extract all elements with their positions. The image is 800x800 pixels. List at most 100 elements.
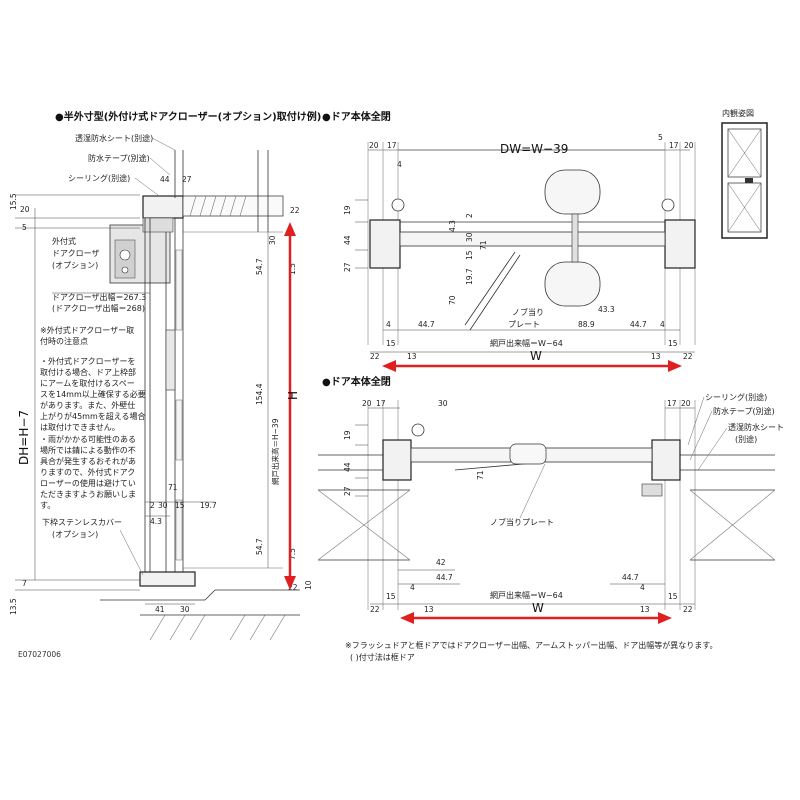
closer-label-3: (オプション) <box>52 261 98 270</box>
title-door-closed: ●ドア本体全閉 <box>322 110 391 123</box>
interior-view-thumbnail <box>721 122 768 239</box>
svg-text:13: 13 <box>407 352 417 361</box>
top-plan-side-dims: 22 15 13 13 15 22 <box>370 339 695 361</box>
svg-text:13: 13 <box>651 352 661 361</box>
svg-text:43.3: 43.3 <box>598 305 615 314</box>
drawing-code: E07027006 <box>18 650 61 659</box>
svg-text:上がりが45mmを超える場合: 上がりが45mmを超える場合 <box>40 411 146 421</box>
top-plan-bottom-dims: 4 44.7 88.9 44.7 4 <box>383 320 680 331</box>
svg-text:にアームを取付けるスペー: にアームを取付けるスペー <box>40 378 135 388</box>
closer-label-1: 外付式 <box>52 236 76 246</box>
svg-text:・雨がかかる可能性のある: ・雨がかかる可能性のある <box>40 434 136 444</box>
bottom-callout-sheet-2: (別途) <box>735 434 757 444</box>
svg-text:4: 4 <box>386 320 391 329</box>
dh-label: DH=H−7 <box>17 410 31 465</box>
svg-text:17: 17 <box>669 141 679 150</box>
closer-width-alt: (ドアクローザ出幅＝268) <box>52 303 145 313</box>
callout-waterproof-tape: 防水テープ(別途) <box>88 153 150 163</box>
bottom-knob-leader <box>519 463 546 519</box>
svg-text:ローザーの使用は避けてい: ローザーの使用は避けてい <box>40 478 136 488</box>
svg-text:44: 44 <box>160 175 170 184</box>
svg-text:7: 7 <box>22 579 27 588</box>
svg-text:4: 4 <box>660 320 665 329</box>
sill-label-1: 下枠ステンレスカバー <box>42 517 122 527</box>
bottom-leader-1 <box>687 396 705 446</box>
net-height-label: 網戸出来高＝H−39 <box>270 418 280 485</box>
svg-text:りますので、外付式ドアク: りますので、外付式ドアク <box>40 467 135 477</box>
svg-text:15: 15 <box>386 592 396 601</box>
svg-text:71: 71 <box>168 483 178 492</box>
h-arrow <box>284 222 296 590</box>
svg-text:17: 17 <box>387 141 397 150</box>
svg-text:20: 20 <box>20 205 30 214</box>
svg-text:19: 19 <box>343 205 352 215</box>
svg-text:15: 15 <box>668 592 678 601</box>
svg-text:71: 71 <box>479 240 488 250</box>
svg-text:取付ける場合、ドア上枠部: 取付ける場合、ドア上枠部 <box>40 367 136 377</box>
svg-text:22: 22 <box>288 583 298 592</box>
svg-text:70: 70 <box>448 295 457 305</box>
top-w-label: W <box>530 349 542 363</box>
svg-text:15: 15 <box>386 339 396 348</box>
svg-text:13: 13 <box>424 605 434 614</box>
svg-text:20: 20 <box>684 141 694 150</box>
svg-text:10: 10 <box>304 580 313 590</box>
svg-text:19.7: 19.7 <box>465 268 474 285</box>
svg-text:19: 19 <box>343 430 352 440</box>
door-leaf-section <box>144 218 283 580</box>
svg-text:54.7: 54.7 <box>255 258 264 275</box>
footer-note-2: ( )付寸法は框ドア <box>350 652 415 662</box>
title-door-closed-2: ●ドア本体全閉 <box>322 375 391 388</box>
svg-text:は取付けできません。: は取付けできません。 <box>40 422 120 432</box>
svg-text:15: 15 <box>668 339 678 348</box>
top-plan-frame <box>369 169 696 331</box>
svg-text:22: 22 <box>683 605 693 614</box>
bottom-callout-sheet-1: 透湿防水シート <box>728 422 784 432</box>
sill-label-2: (オプション) <box>52 530 98 539</box>
sill-section <box>100 571 300 641</box>
svg-text:15: 15 <box>175 501 185 510</box>
svg-text:27: 27 <box>343 262 352 272</box>
svg-text:42: 42 <box>436 558 446 567</box>
bottom-plan-wall <box>317 423 776 561</box>
svg-text:具合が発生するおそれがあ: 具合が発生するおそれがあ <box>40 456 136 466</box>
svg-text:41: 41 <box>155 605 165 614</box>
svg-text:44.7: 44.7 <box>436 573 453 582</box>
svg-text:15: 15 <box>465 250 474 260</box>
left-dims: 15.5 20 5 13.5 7 <box>9 193 140 615</box>
svg-text:22: 22 <box>370 605 380 614</box>
closer-label-2: ドアクローザ <box>52 249 99 258</box>
svg-text:15.5: 15.5 <box>9 193 18 210</box>
h-label: H <box>286 391 300 400</box>
svg-text:4: 4 <box>410 583 415 592</box>
bottom-plan-left-dims: 19 44 27 <box>343 424 368 497</box>
svg-text:22: 22 <box>370 352 380 361</box>
svg-text:44.7: 44.7 <box>622 573 639 582</box>
bottom-plan-top-dims: 20 17 30 17 20 <box>362 399 696 610</box>
closer-width: ドアクローザ出幅＝267.3 <box>52 292 146 302</box>
svg-text:5: 5 <box>658 133 663 142</box>
door-closer-illustration <box>109 217 174 284</box>
svg-text:88.9: 88.9 <box>578 320 595 329</box>
note-block: ※外付式ドアクローザー取 付時の注意点 ・外付式ドアクローザーを 取付ける場合、… <box>40 325 146 510</box>
top-plan-inner-dims: 2 4.3 30 15 71 19.7 70 43.3 <box>448 213 615 314</box>
svg-text:2: 2 <box>465 213 474 218</box>
bottom-w-arrow <box>400 612 672 624</box>
svg-text:17: 17 <box>376 399 386 408</box>
callout-moisture-sheet: 透湿防水シート(別途) <box>75 133 153 143</box>
svg-text:30: 30 <box>180 605 190 614</box>
bottom-leader-2 <box>689 410 713 461</box>
svg-text:4.3: 4.3 <box>448 220 457 232</box>
svg-text:があります。また、外壁仕: があります。また、外壁仕 <box>40 400 135 410</box>
bottom-callout-tape: 防水テープ(別途) <box>713 406 775 416</box>
sill-leader <box>119 529 144 576</box>
svg-text:2: 2 <box>150 501 155 510</box>
head-section <box>142 150 284 233</box>
dw-label: DW=W−39 <box>500 142 568 156</box>
svg-text:27: 27 <box>182 175 192 184</box>
svg-text:54.7: 54.7 <box>255 538 264 555</box>
callout-sealing: シーリング(別途) <box>68 173 130 183</box>
svg-text:13.5: 13.5 <box>9 598 18 615</box>
bottom-callout-sealing: シーリング(別途) <box>705 392 767 402</box>
top-knob-label-1: ノブ当り <box>512 307 544 317</box>
